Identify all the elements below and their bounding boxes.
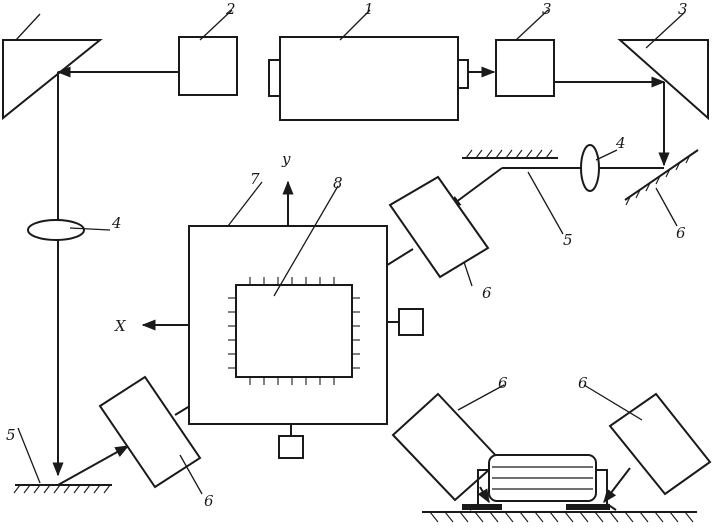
label-4-left: 4 <box>111 214 122 232</box>
beam-left-to-6 <box>57 445 130 486</box>
inset-block-6-right <box>608 392 712 496</box>
inset-block-6-left <box>391 392 502 502</box>
solder-pad-left <box>462 504 502 510</box>
beam-mirror-to-6 <box>446 167 503 209</box>
block-2 <box>178 36 238 96</box>
label-3-b: 3 <box>678 0 688 18</box>
sample-8 <box>235 284 353 378</box>
block-3-left <box>495 39 555 97</box>
laser-left-mirror <box>268 59 281 97</box>
laser-block-1 <box>279 36 459 121</box>
inset-beam-left <box>477 486 490 504</box>
mirror-bottom-left <box>13 484 112 494</box>
label-6-inset-left: 6 <box>498 374 508 392</box>
mirror-right <box>624 149 699 206</box>
sample-pins <box>228 277 360 385</box>
label-6-upper: 6 <box>482 284 492 302</box>
block-6-left <box>98 375 202 489</box>
label-6-right-mirror: 6 <box>676 224 686 242</box>
label-axis-y: y <box>281 150 291 168</box>
inset-chip <box>462 454 617 511</box>
label-6-inset-right: 6 <box>578 374 588 392</box>
label-2: 2 <box>225 0 236 18</box>
label-5-lower: 5 <box>6 426 16 444</box>
laser-right-mirror <box>457 59 469 89</box>
motor-right <box>387 308 424 336</box>
label-axis-x: X <box>114 317 127 335</box>
inset-substrate <box>422 511 697 523</box>
label-4-right: 4 <box>615 134 626 152</box>
label-5-upper: 5 <box>563 231 573 249</box>
mirror-upper-right <box>462 149 558 159</box>
label-1: 1 <box>364 0 374 18</box>
motor-bottom <box>278 424 304 459</box>
block-6-upper-right <box>388 175 490 279</box>
label-7: 7 <box>250 170 260 188</box>
inset-beam-right <box>603 467 631 504</box>
left-prism <box>2 39 103 121</box>
leader-lines <box>15 9 686 495</box>
label-6-lower-left: 6 <box>204 492 214 510</box>
solder-pad-right <box>566 504 610 510</box>
lens-left <box>27 219 85 241</box>
lens-right <box>580 144 600 192</box>
label-8: 8 <box>333 174 343 192</box>
label-3-a: 3 <box>542 0 552 18</box>
